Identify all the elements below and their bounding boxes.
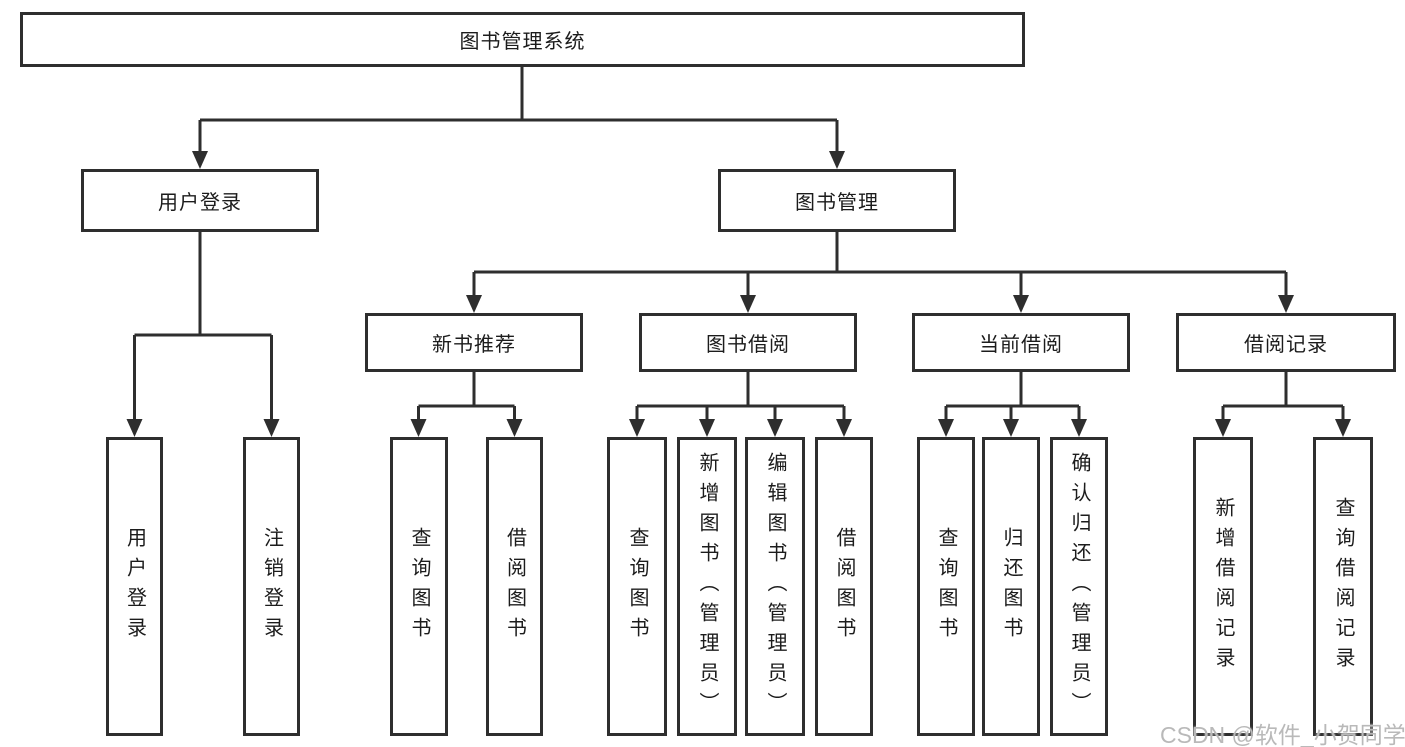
node-label: 用户登录 [158,192,242,214]
leaf-return-books: 归还图书 [982,437,1040,736]
node-new-book-recommend: 新书推荐 [365,313,583,372]
node-label: 借阅图书 [833,526,855,647]
node-label: 查询借阅记录 [1332,496,1354,677]
node-label: 借阅记录 [1244,334,1328,356]
arrowheads [126,151,1351,437]
node-label: 新增图书（管理员） [696,451,718,722]
leaf-query-books-1: 查询图书 [390,437,448,736]
node-label: 图书借阅 [706,334,790,356]
leaf-add-books-admin: 新增图书（管理员） [677,437,737,736]
node-label: 新书推荐 [432,334,516,356]
node-label: 确认归还（管理员） [1068,451,1090,722]
node-label: 用户登录 [123,526,146,647]
leaf-add-borrow-record: 新增借阅记录 [1193,437,1253,736]
node-current-borrowing: 当前借阅 [912,313,1130,372]
leaf-user-login: 用户登录 [106,437,163,736]
watermark: CSDN @软件_小贺同学 [1160,722,1405,747]
leaf-query-books-2: 查询图书 [607,437,667,736]
node-borrowing-records: 借阅记录 [1176,313,1396,372]
node-label: 图书管理 [795,192,879,214]
node-label: 归还图书 [1000,526,1022,647]
node-user-login: 用户登录 [81,169,319,232]
node-label: 图书管理系统 [459,31,586,53]
node-label: 当前借阅 [979,334,1063,356]
leaf-query-borrow-record: 查询借阅记录 [1313,437,1373,736]
node-system-root: 图书管理系统 [20,12,1025,67]
leaf-logout: 注销登录 [243,437,300,736]
node-label: 编辑图书（管理员） [764,451,786,722]
node-label: 查询图书 [626,526,648,647]
leaf-borrow-books-1: 借阅图书 [486,437,543,736]
leaf-borrow-books-2: 借阅图书 [815,437,873,736]
leaf-confirm-return-admin: 确认归还（管理员） [1050,437,1108,736]
node-label: 借阅图书 [503,526,526,647]
leaf-edit-books-admin: 编辑图书（管理员） [745,437,805,736]
node-book-borrowing: 图书借阅 [639,313,857,372]
leaf-query-books-3: 查询图书 [917,437,975,736]
node-book-management: 图书管理 [718,169,956,232]
node-label: 新增借阅记录 [1212,496,1234,677]
node-label: 注销登录 [260,526,283,647]
node-label: 查询图书 [935,526,957,647]
node-label: 查询图书 [408,526,430,647]
